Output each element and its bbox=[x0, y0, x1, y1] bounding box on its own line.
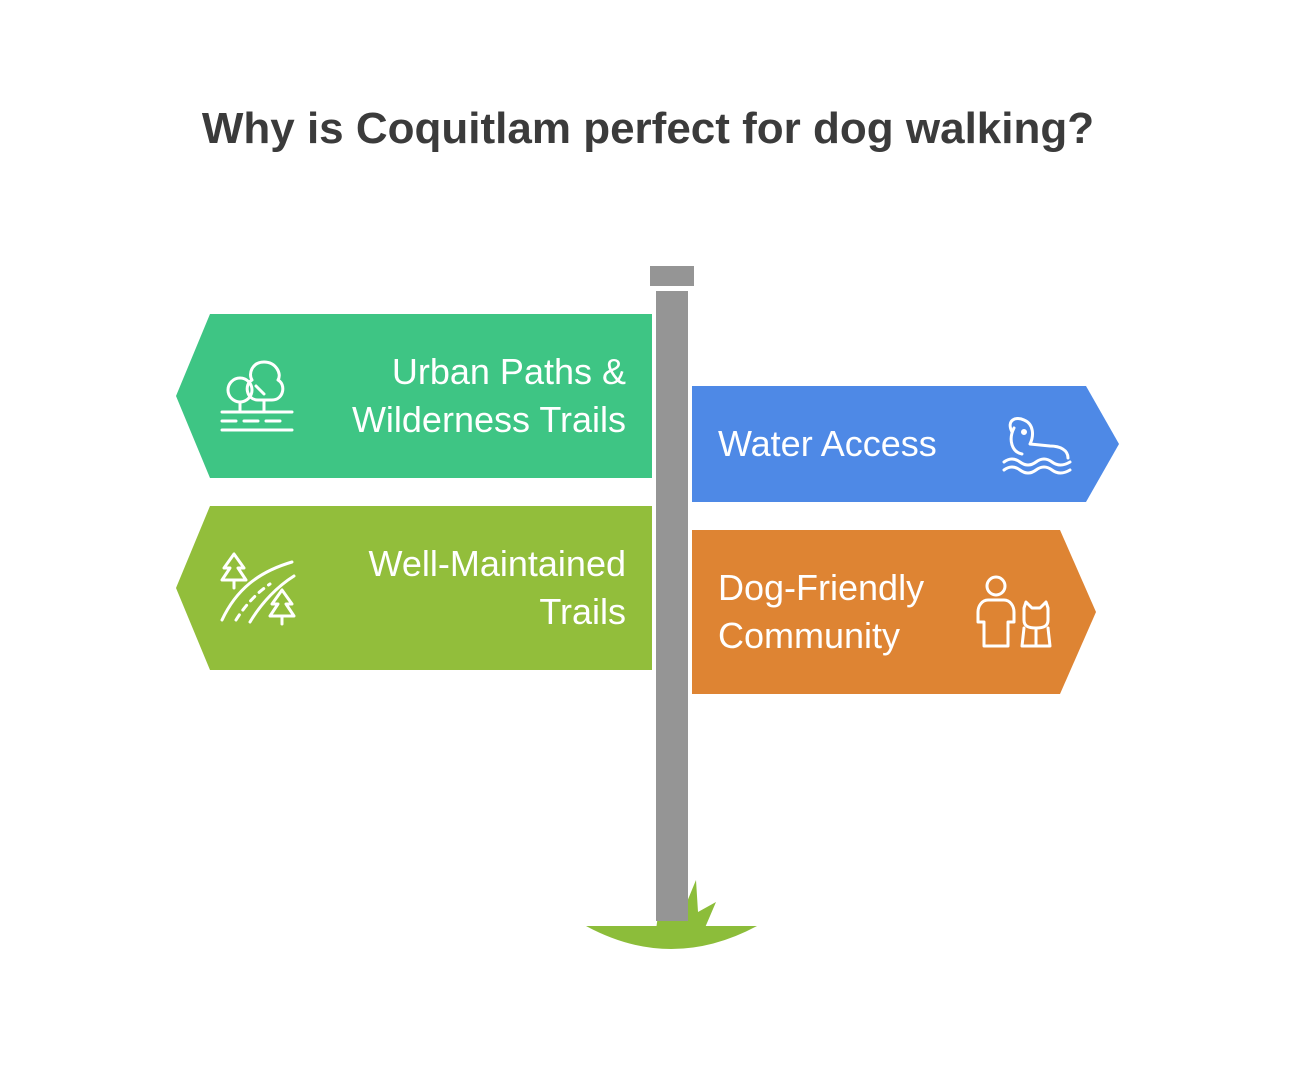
sign-line: Community bbox=[718, 615, 901, 656]
page-title: Why is Coquitlam perfect for dog walking… bbox=[201, 104, 1095, 153]
signpost-pole bbox=[656, 291, 688, 921]
sign-text-urban-paths: Urban Paths & Wilderness Trails bbox=[352, 348, 626, 444]
sign-line: Water Access bbox=[718, 423, 937, 464]
forest-trail-icon bbox=[220, 552, 296, 626]
sign-line: Wilderness Trails bbox=[351, 399, 626, 440]
sign-line: Dog-Friendly bbox=[718, 567, 925, 608]
sign-text-well-maintained: Well-Maintained Trails bbox=[369, 540, 626, 636]
sign-urban-paths bbox=[176, 314, 652, 478]
sign-text-dog-friendly: Dog-Friendly Community bbox=[718, 564, 924, 660]
sign-dog-friendly bbox=[692, 530, 1096, 694]
person-with-dog-icon bbox=[976, 575, 1052, 648]
sign-text-water-access: Water Access bbox=[718, 420, 937, 468]
sign-well-maintained bbox=[176, 506, 652, 670]
sign-line: Well-Maintained bbox=[368, 543, 626, 584]
post-cap bbox=[650, 266, 694, 286]
trees-path-icon bbox=[220, 360, 294, 432]
sign-line: Urban Paths & bbox=[391, 351, 626, 392]
sign-line: Trails bbox=[539, 591, 626, 632]
swimming-dog-icon bbox=[1002, 417, 1072, 475]
sign-water-access bbox=[692, 386, 1119, 502]
grass-base bbox=[586, 926, 757, 949]
